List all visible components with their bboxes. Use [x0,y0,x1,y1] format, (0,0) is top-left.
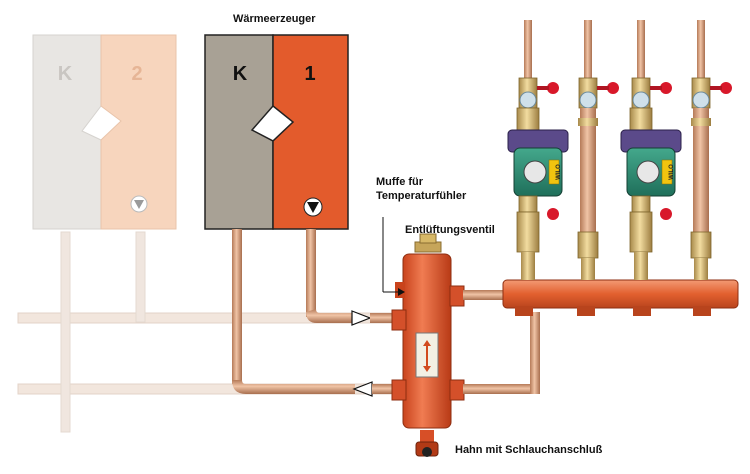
circuit-4 [690,20,732,280]
sensor-sleeve-label-line2: Temperaturfühler [376,190,467,202]
boiler-1-number: 1 [304,63,315,85]
valve-handle-icon [660,82,672,94]
circuit-1 [516,20,559,131]
active-pipes [232,229,355,394]
manifold [502,279,739,316]
sensor-sleeve-label-line1: Muffe für [376,176,424,188]
valve-handle-icon [720,82,732,94]
generator-title: Wärmeerzeuger [233,13,316,25]
circuit-1-lower [516,195,559,280]
pump-dial-icon [636,160,660,184]
valve-handle-icon [607,82,619,94]
boiler-2 [32,34,177,230]
pump-2: WILO [620,129,682,197]
thermometer-icon [519,91,537,109]
drain-valve-label: Hahn mit Schlauchanschluß [455,444,603,456]
flow-arrow-right-icon [351,310,372,326]
pump-1: WILO [507,129,569,197]
thermometer-icon [632,91,650,109]
boiler-2-left-letter: K [58,63,73,85]
thermometer-icon [579,91,597,109]
thermometer-icon [692,91,710,109]
boiler-2-number: 2 [131,63,142,85]
pump-dial-icon [523,160,547,184]
circuit-3 [629,20,672,131]
pump-1-brand: WILO [556,164,562,180]
valve-handle-icon [547,82,559,94]
circuit-3-lower [629,195,672,280]
boiler-1 [204,34,349,230]
faded-pipes [17,231,419,433]
boiler-1-left-letter: K [233,63,248,85]
sensor-pointer [382,217,405,296]
hydraulic-separator [391,233,465,457]
pump-2-brand: WILO [669,164,675,180]
circuit-2 [577,20,619,280]
valve-handle-icon [547,208,559,220]
air-vent-label: Entlüftungsventil [405,224,495,236]
valve-handle-icon [660,208,672,220]
